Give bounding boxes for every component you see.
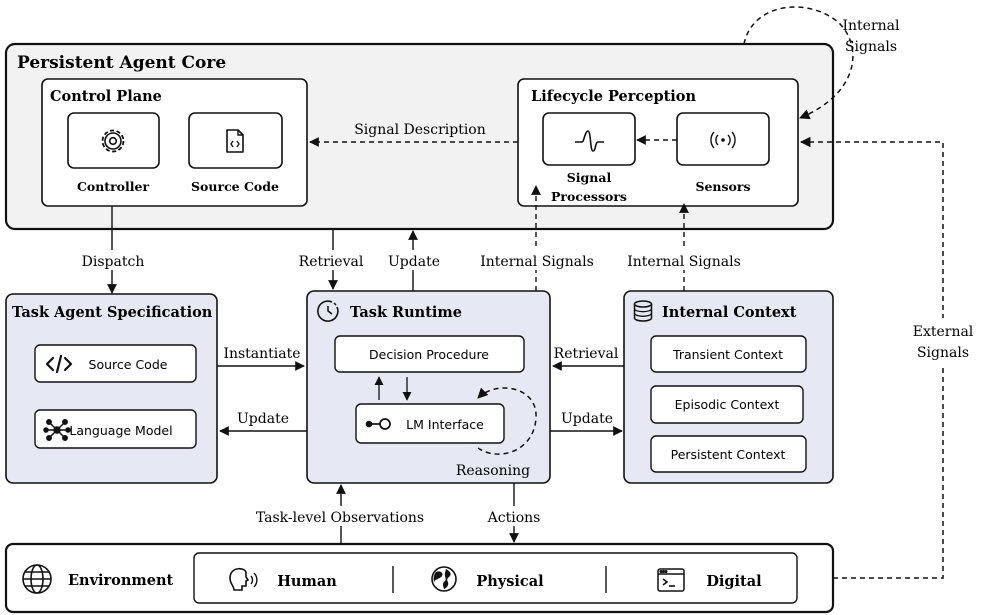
internal-signals-left-label: Internal Signals [480, 254, 594, 270]
external-signals-line2: Signals [917, 345, 969, 361]
physical-label: Physical [476, 573, 544, 590]
observations-label-bg [246, 506, 434, 526]
human-label: Human [277, 573, 337, 590]
database-icon [633, 300, 653, 322]
signal-processors-tile [542, 112, 636, 166]
task-agent-spec-box [5, 293, 218, 484]
transient-context-item [650, 335, 807, 373]
control-plane-title: Control Plane [50, 88, 162, 105]
sensor-icon [710, 131, 736, 149]
spec-source-code-item [34, 344, 197, 383]
digital-label: Digital [706, 573, 762, 590]
update-core-label-bg [384, 250, 444, 270]
clock-icon [317, 300, 339, 322]
controller-tile [67, 112, 160, 169]
signal-processors-label-line1: Signal [567, 170, 612, 185]
human-voice-icon [229, 567, 258, 591]
reasoning-label: Reasoning [456, 463, 530, 479]
retrieval-core-label: Retrieval [299, 254, 364, 270]
internal-signals-left-label-bg [474, 250, 600, 270]
task-agent-spec-title: Task Agent Specification [12, 304, 213, 321]
spec-language-model-item [34, 409, 197, 449]
retrieval-core-label-bg [294, 250, 370, 270]
lifecycle-perception-title: Lifecycle Perception [531, 88, 696, 105]
source-code-tile [188, 112, 283, 169]
network-icon [43, 419, 71, 441]
persistent-agent-core-title: Persistent Agent Core [17, 53, 226, 73]
persistent-context-item [650, 435, 807, 473]
episodic-context-item [650, 385, 804, 424]
internal-signals-loop [743, 6, 854, 120]
external-signals-label-bg [906, 318, 980, 366]
episodic-context-label: Episodic Context [675, 397, 780, 412]
internal-signals-right-label-bg [621, 250, 747, 270]
lm-interface-box [355, 403, 505, 444]
persistent-context-label: Persistent Context [671, 447, 786, 462]
control-plane-box [41, 78, 308, 207]
gear-icon [101, 129, 125, 153]
transient-context-label: Transient Context [672, 347, 783, 362]
source-code-label-core: Source Code [191, 179, 279, 194]
update-spec-label: Update [237, 411, 289, 427]
actions-label: Actions [487, 510, 541, 526]
environment-types-box [193, 552, 798, 604]
controller-label: Controller [77, 179, 150, 194]
earth-icon [431, 566, 457, 592]
code-file-icon [226, 129, 244, 153]
dispatch-label: Dispatch [82, 254, 145, 270]
sensors-label: Sensors [695, 179, 750, 194]
internal-context-title: Internal Context [662, 304, 797, 321]
signal-description-label: Signal Description [354, 122, 486, 138]
dispatch-label-bg [76, 250, 150, 270]
external-signals-line1: External [913, 324, 974, 340]
environment-title: Environment [68, 572, 173, 589]
decision-procedure-box [334, 335, 525, 373]
internal-signals-top-line2: Signals [845, 39, 897, 55]
waveform-icon [575, 130, 604, 152]
task-runtime-title: Task Runtime [350, 304, 462, 321]
retrieval-context-label: Retrieval [554, 346, 619, 362]
reasoning-loop [477, 387, 537, 455]
code-brackets-icon [45, 354, 73, 374]
terminal-icon [657, 568, 685, 592]
globe-icon [22, 564, 52, 594]
interface-plug-icon [365, 418, 391, 430]
decision-procedure-label: Decision Procedure [369, 347, 489, 362]
instantiate-label: Instantiate [223, 346, 300, 362]
signal-processors-label-line2: Processors [551, 189, 627, 204]
spec-language-model-label: Language Model [69, 423, 172, 438]
spec-source-code-label: Source Code [89, 357, 168, 372]
internal-signals-top-line1: Internal [843, 18, 901, 34]
lm-interface-label: LM Interface [406, 417, 484, 432]
internal-signals-right-label: Internal Signals [627, 254, 741, 270]
actions-label-bg [482, 506, 546, 526]
update-core-label: Update [388, 254, 440, 270]
task-level-observations-label: Task-level Observations [256, 510, 424, 526]
update-context-label: Update [561, 411, 613, 427]
